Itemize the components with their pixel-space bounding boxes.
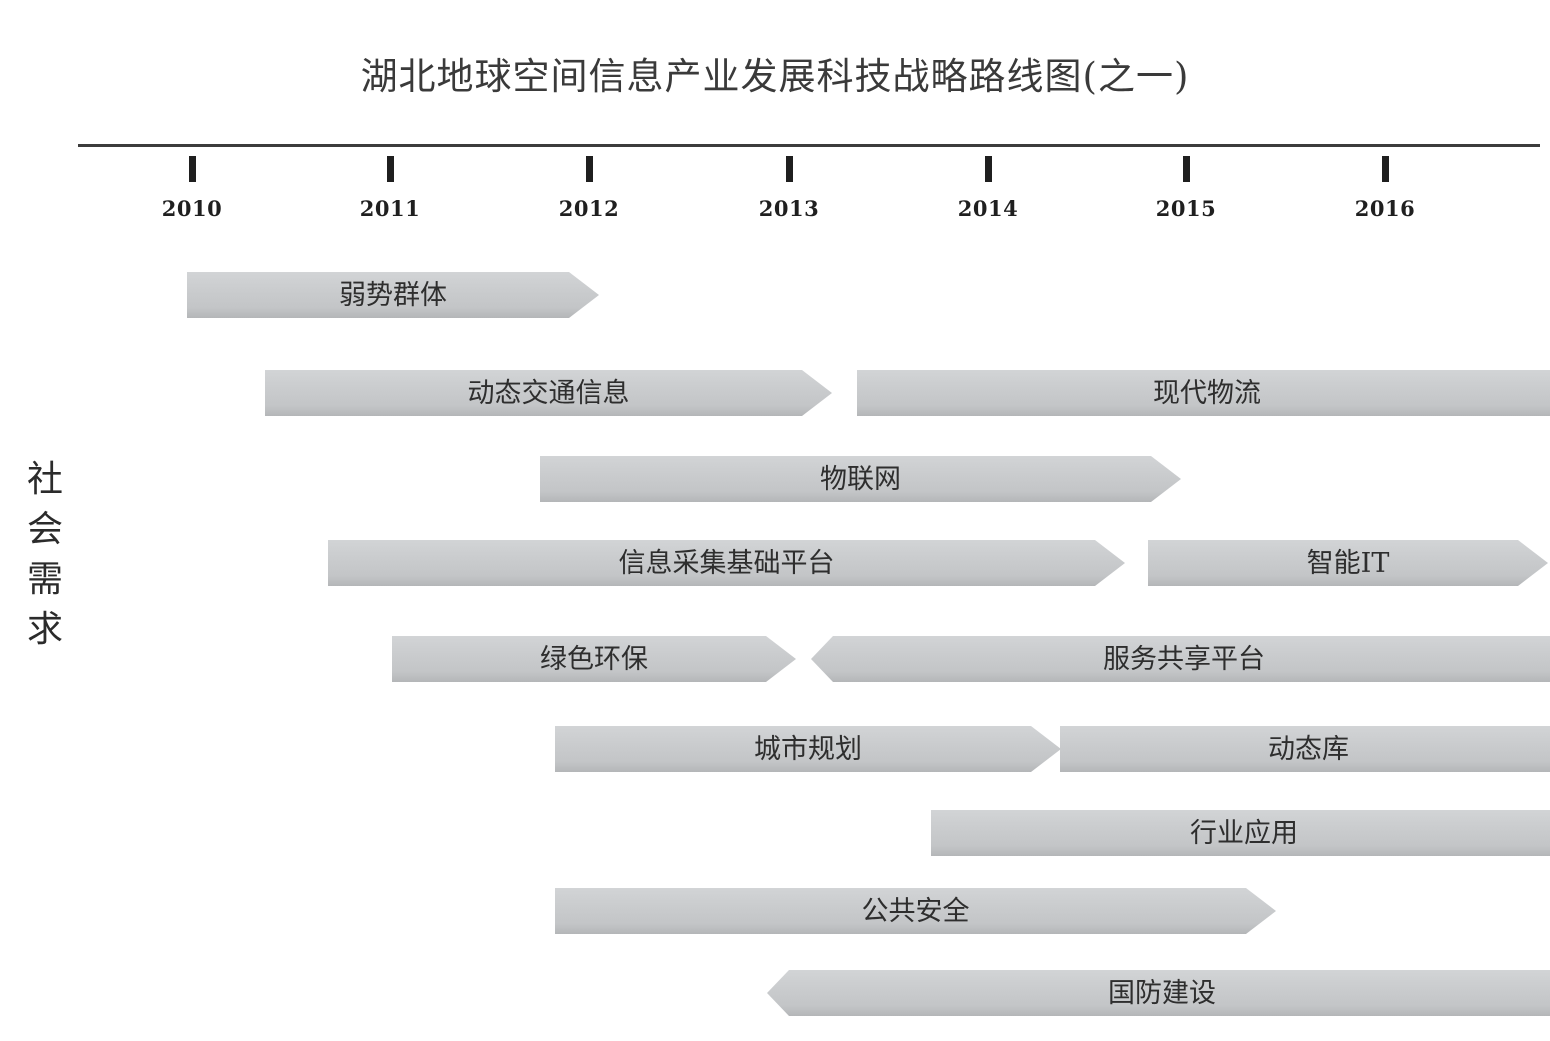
- roadmap-bar-label: 行业应用: [1190, 817, 1298, 849]
- axis-year-label-2016: 2016: [1354, 196, 1416, 221]
- roadmap-bar-label: 动态库: [1268, 733, 1349, 765]
- axis-tick-2010: [189, 156, 196, 182]
- roadmap-bar[interactable]: 国防建设: [767, 970, 1550, 1016]
- roadmap-bar-arrow-shape: [931, 810, 1550, 856]
- roadmap-bar-arrow-shape: [540, 456, 1181, 502]
- roadmap-bar-label: 城市规划: [754, 733, 862, 765]
- roadmap-bar-arrow-shape: [328, 540, 1125, 586]
- roadmap-bar-label: 公共安全: [861, 895, 970, 927]
- axis-tick-2011: [387, 156, 394, 182]
- roadmap-bar-label: 信息采集基础平台: [618, 547, 835, 579]
- roadmap-bar-arrow-shape: [1148, 540, 1548, 586]
- roadmap-bar[interactable]: 信息采集基础平台: [328, 540, 1125, 586]
- roadmap-bar[interactable]: 动态库: [1060, 726, 1550, 772]
- roadmap-bar-label: 弱势群体: [339, 279, 447, 311]
- axis-tick-2012: [586, 156, 593, 182]
- axis-year-label-2012: 2012: [558, 196, 620, 221]
- roadmap-bar[interactable]: 服务共享平台: [811, 636, 1550, 682]
- roadmap-bar-arrow-shape: [555, 726, 1061, 772]
- axis-year-label-2010: 2010: [161, 196, 223, 221]
- roadmap-bar-arrow-shape: [392, 636, 796, 682]
- roadmap-bar-arrow-shape: [1060, 726, 1550, 772]
- axis-year-label-2014: 2014: [957, 196, 1019, 221]
- roadmap-bar-label: 服务共享平台: [1103, 643, 1265, 675]
- roadmap-bar-label: 智能IT: [1306, 547, 1390, 579]
- axis-year-label-2013: 2013: [758, 196, 820, 221]
- roadmap-bar[interactable]: 城市规划: [555, 726, 1061, 772]
- roadmap-bar[interactable]: 智能IT: [1148, 540, 1548, 586]
- roadmap-bar[interactable]: 公共安全: [555, 888, 1276, 934]
- page-title: 湖北地球空间信息产业发展科技战略路线图(之一): [360, 55, 1190, 98]
- roadmap-bar[interactable]: 动态交通信息: [265, 370, 832, 416]
- axis-label-char: 需: [26, 559, 63, 600]
- roadmap-bar-arrow-shape: [187, 272, 599, 318]
- axis-label-char: 社: [26, 459, 63, 500]
- roadmap-bar[interactable]: 绿色环保: [392, 636, 796, 682]
- roadmap-bar-arrow-shape: [555, 888, 1276, 934]
- roadmap-bar[interactable]: 现代物流: [857, 370, 1550, 416]
- timeline-axis-line: [78, 144, 1540, 147]
- axis-tick-2015: [1183, 156, 1190, 182]
- roadmap-bar-label: 物联网: [820, 463, 901, 495]
- roadmap-bar-label: 绿色环保: [540, 643, 648, 675]
- axis-year-label-2011: 2011: [359, 196, 421, 221]
- roadmap-bar-label: 动态交通信息: [467, 377, 630, 409]
- roadmap-bar-arrow-shape: [811, 636, 1550, 682]
- roadmap-bar[interactable]: 行业应用: [931, 810, 1550, 856]
- axis-year-label-2015: 2015: [1155, 196, 1217, 221]
- axis-label-social-demand: 社会需求: [18, 455, 72, 655]
- roadmap-bar[interactable]: 物联网: [540, 456, 1181, 502]
- roadmap-bar-arrow-shape: [767, 970, 1550, 1016]
- roadmap-bar-arrow-shape: [265, 370, 832, 416]
- axis-tick-2016: [1382, 156, 1389, 182]
- axis-label-char: 求: [26, 609, 63, 650]
- roadmap-bar-label: 国防建设: [1108, 977, 1216, 1009]
- roadmap-bar-label: 现代物流: [1153, 377, 1261, 409]
- axis-tick-2014: [985, 156, 992, 182]
- roadmap-bar[interactable]: 弱势群体: [187, 272, 599, 318]
- roadmap-bar-arrow-shape: [857, 370, 1550, 416]
- axis-label-char: 会: [26, 509, 63, 550]
- axis-tick-2013: [786, 156, 793, 182]
